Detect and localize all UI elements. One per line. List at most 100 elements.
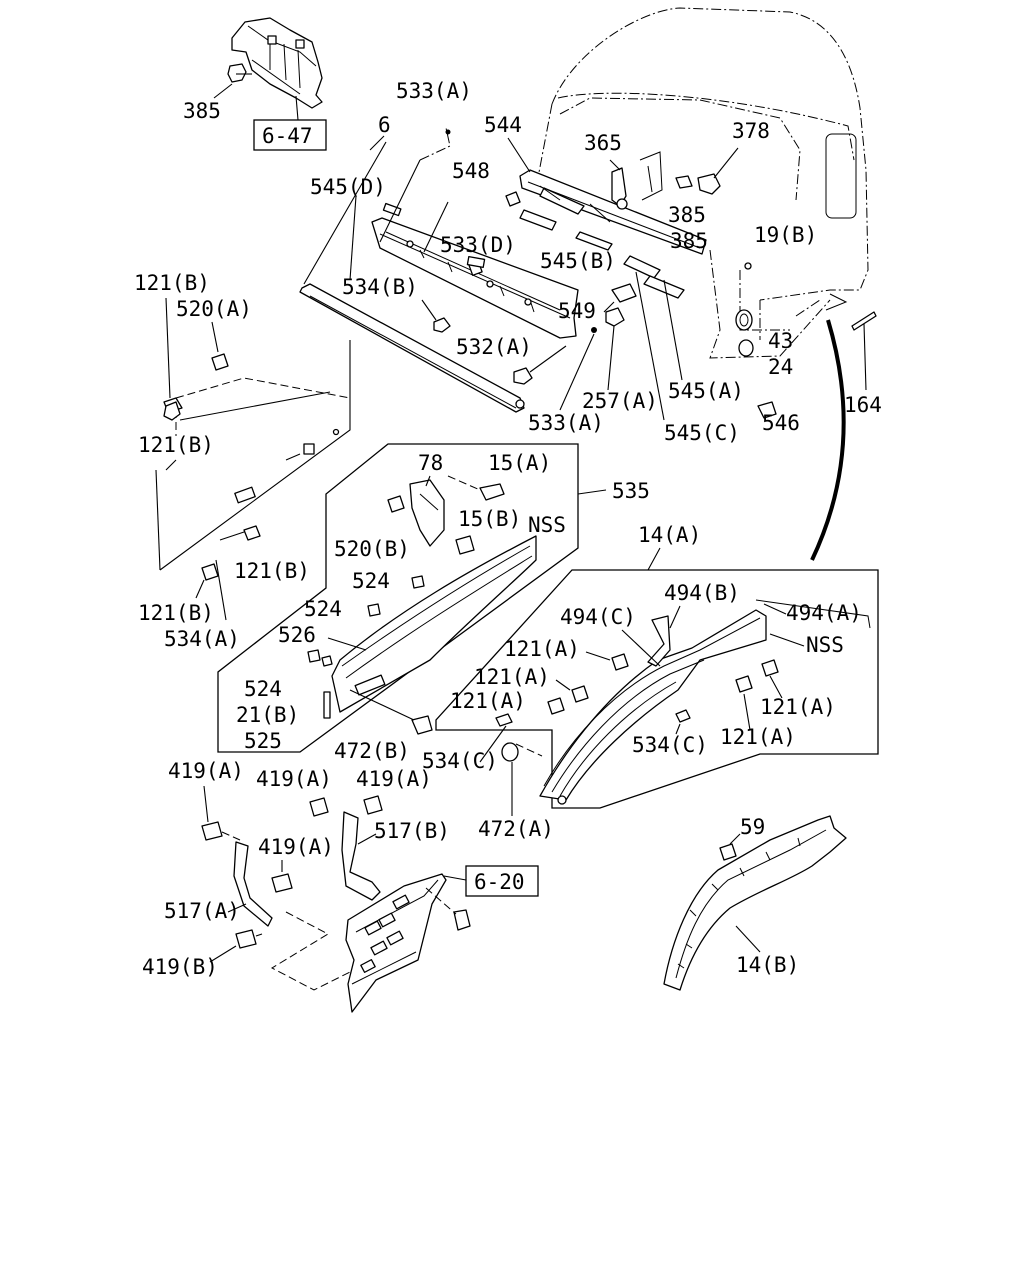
label-21b: 21(B) [236,703,299,727]
label-546: 546 [762,411,800,435]
mirror-stay-365 [609,151,663,210]
label-nss-2: NSS [806,633,844,657]
label-378: 378 [732,119,770,143]
seal-43 [735,309,753,331]
clip-15b [455,535,475,555]
nut-121b-3 [243,525,261,541]
screw-524c [307,649,333,667]
label-419a-3: 419(A) [356,767,432,791]
bolt-6-20 [425,887,471,931]
label-545b: 545(B) [540,249,616,273]
ref-box-6-47 [253,119,327,151]
bracket-78 [409,475,445,547]
ref-box-6-20 [465,865,539,897]
nut-121a-2 [571,685,589,703]
bolt-419a-2 [309,797,329,817]
label-472a: 472(A) [478,817,554,841]
label-121b-3: 121(B) [234,559,310,583]
label-545c: 545(C) [664,421,740,445]
bolt-419b [235,929,263,949]
nut-121a-4 [761,659,779,677]
bolt-419a-4 [271,860,293,893]
screw-532a [513,345,567,385]
clip-546 [757,401,777,419]
label-548: 548 [452,159,490,183]
label-59: 59 [740,815,765,839]
label-385: 385 [183,99,221,123]
bolt-419a-3 [363,795,383,815]
label-534c-1: 534(C) [422,749,498,773]
clip-534c-2 [675,709,691,723]
label-6: 6 [378,113,391,137]
screw-524a [411,575,425,589]
clip-59 [719,833,741,861]
nut-520a [211,321,229,371]
label-494c: 494(C) [560,605,636,629]
label-533a-bot: 533(A) [528,411,604,435]
nut-520b [387,495,405,513]
label-545d: 545(D) [310,175,386,199]
ref-6-20: 6-20 [474,870,525,894]
bolt-385-cab [675,175,693,189]
bolt-419a-1 [201,821,241,841]
label-14b: 14(B) [736,953,799,977]
label-14a: 14(A) [638,523,701,547]
bolt-385-top [227,63,252,83]
grille-trim-long [299,283,525,413]
clip-472b [349,689,433,735]
nut-121a-3 [547,697,565,715]
label-121a-5: 121(A) [720,725,796,749]
clip-472a [501,742,543,816]
label-524a: 524 [352,569,390,593]
box-535 [217,443,579,753]
rod-164 [851,311,877,391]
label-121b-4: 121(B) [138,601,214,625]
front-panel-6 [371,202,579,339]
nut-121a-5 [735,675,753,693]
mudguard-14a [539,599,871,805]
clip-534c-1 [495,713,513,727]
label-121a-4: 121(A) [760,695,836,719]
part-21b [323,691,331,719]
label-534a: 534(A) [164,627,240,651]
label-520a: 520(A) [176,297,252,321]
clip-548 [505,191,521,207]
bolt-257a [605,307,625,391]
label-15b: 15(B) [458,507,521,531]
label-517a: 517(A) [164,899,240,923]
nut-121a-1 [611,653,629,671]
label-121b-2: 121(B) [138,433,214,457]
label-419a-4: 419(A) [258,835,334,859]
label-419a-1: 419(A) [168,759,244,783]
clip-549 [603,283,637,313]
screw-524b [367,603,381,617]
label-257a: 257(A) [582,389,658,413]
label-164: 164 [844,393,882,417]
label-24: 24 [768,355,793,379]
label-524b: 524 [304,597,342,621]
step-6-20 [345,873,447,1013]
mudguard-14b [663,815,847,991]
label-121b-1: 121(B) [134,271,210,295]
box-14a [435,569,879,809]
label-78: 78 [418,451,443,475]
label-517b: 517(B) [374,819,450,843]
label-525: 525 [244,729,282,753]
nut-121b-2 [163,401,181,421]
label-121a-2: 121(A) [474,665,550,689]
bracket-517b [341,811,381,901]
label-15a: 15(A) [488,451,551,475]
label-535: 535 [612,479,650,503]
label-494a: 494(A) [786,601,862,625]
label-520b: 520(B) [334,537,410,561]
label-19b: 19(B) [754,223,817,247]
label-524c: 524 [244,677,282,701]
label-419b: 419(B) [142,955,218,979]
label-43: 43 [768,329,793,353]
cab-body [535,7,869,359]
label-533d: 533(D) [440,233,516,257]
bolt-534a [201,559,227,621]
label-534c-2: 534(C) [632,733,708,757]
label-121a-3: 121(A) [450,689,526,713]
